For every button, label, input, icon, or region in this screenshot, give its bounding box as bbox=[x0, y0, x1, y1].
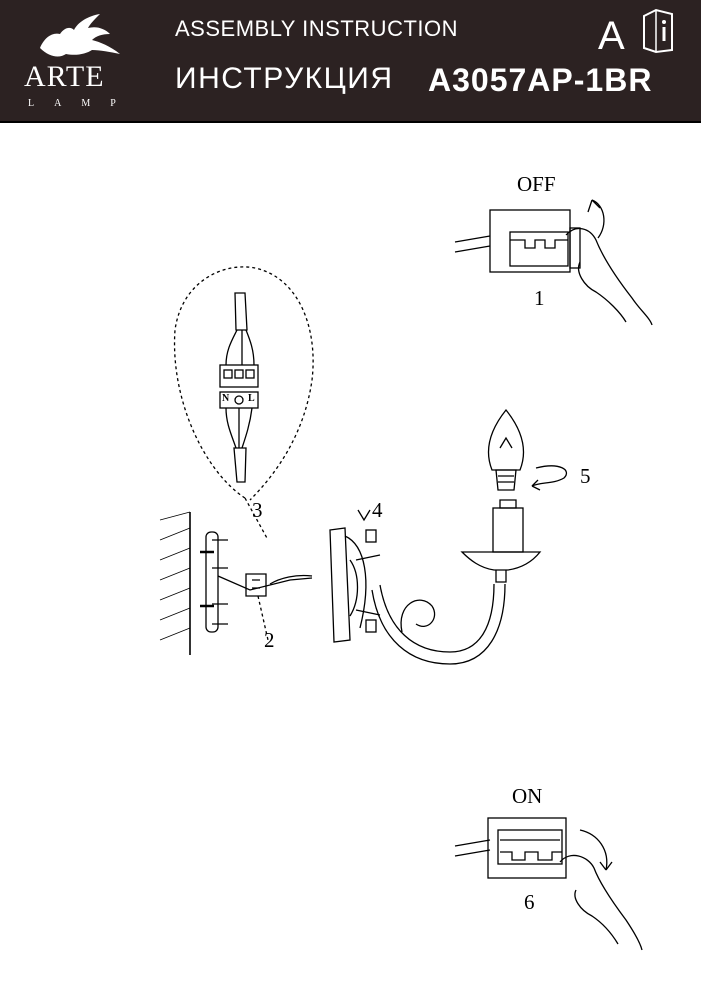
candle-bulb-illustration bbox=[487, 408, 568, 491]
switch-off-illustration bbox=[454, 199, 653, 326]
step-4-number: 4 bbox=[372, 498, 383, 522]
step-2-number: 2 bbox=[264, 628, 275, 652]
model-number: A3057AP-1BR bbox=[428, 62, 653, 98]
terminal-l-label: L bbox=[248, 393, 255, 404]
griffin-logo-icon bbox=[40, 14, 120, 57]
wall-mount-illustration bbox=[159, 511, 313, 655]
lamp-arm-illustration bbox=[329, 499, 542, 665]
info-book-icon bbox=[643, 8, 673, 54]
step-5-number: 5 bbox=[580, 464, 591, 488]
switch-off-label: OFF bbox=[517, 172, 556, 196]
step-6-number: 6 bbox=[524, 890, 535, 914]
switch-on-label: ON bbox=[512, 784, 543, 808]
wiring-detail-bubble bbox=[173, 266, 314, 541]
instruction-title-ru: ИНСТРУКЦИЯ bbox=[175, 62, 394, 95]
step-3-number: 3 bbox=[252, 498, 263, 522]
brand-subtitle: LAMP bbox=[28, 98, 136, 109]
terminal-n-label: N bbox=[222, 393, 230, 404]
assembly-instruction-title: ASSEMBLY INSTRUCTION bbox=[175, 16, 459, 41]
switch-on-illustration bbox=[454, 817, 643, 951]
header-divider bbox=[0, 121, 701, 123]
header-bar: ARTE LAMP ASSEMBLY INSTRUCTION ИНСТРУКЦИ… bbox=[0, 0, 701, 123]
step-1-number: 1 bbox=[534, 286, 545, 310]
assembly-diagram bbox=[159, 199, 653, 951]
category-letter: A bbox=[598, 14, 625, 58]
brand-name: ARTE bbox=[24, 60, 105, 93]
